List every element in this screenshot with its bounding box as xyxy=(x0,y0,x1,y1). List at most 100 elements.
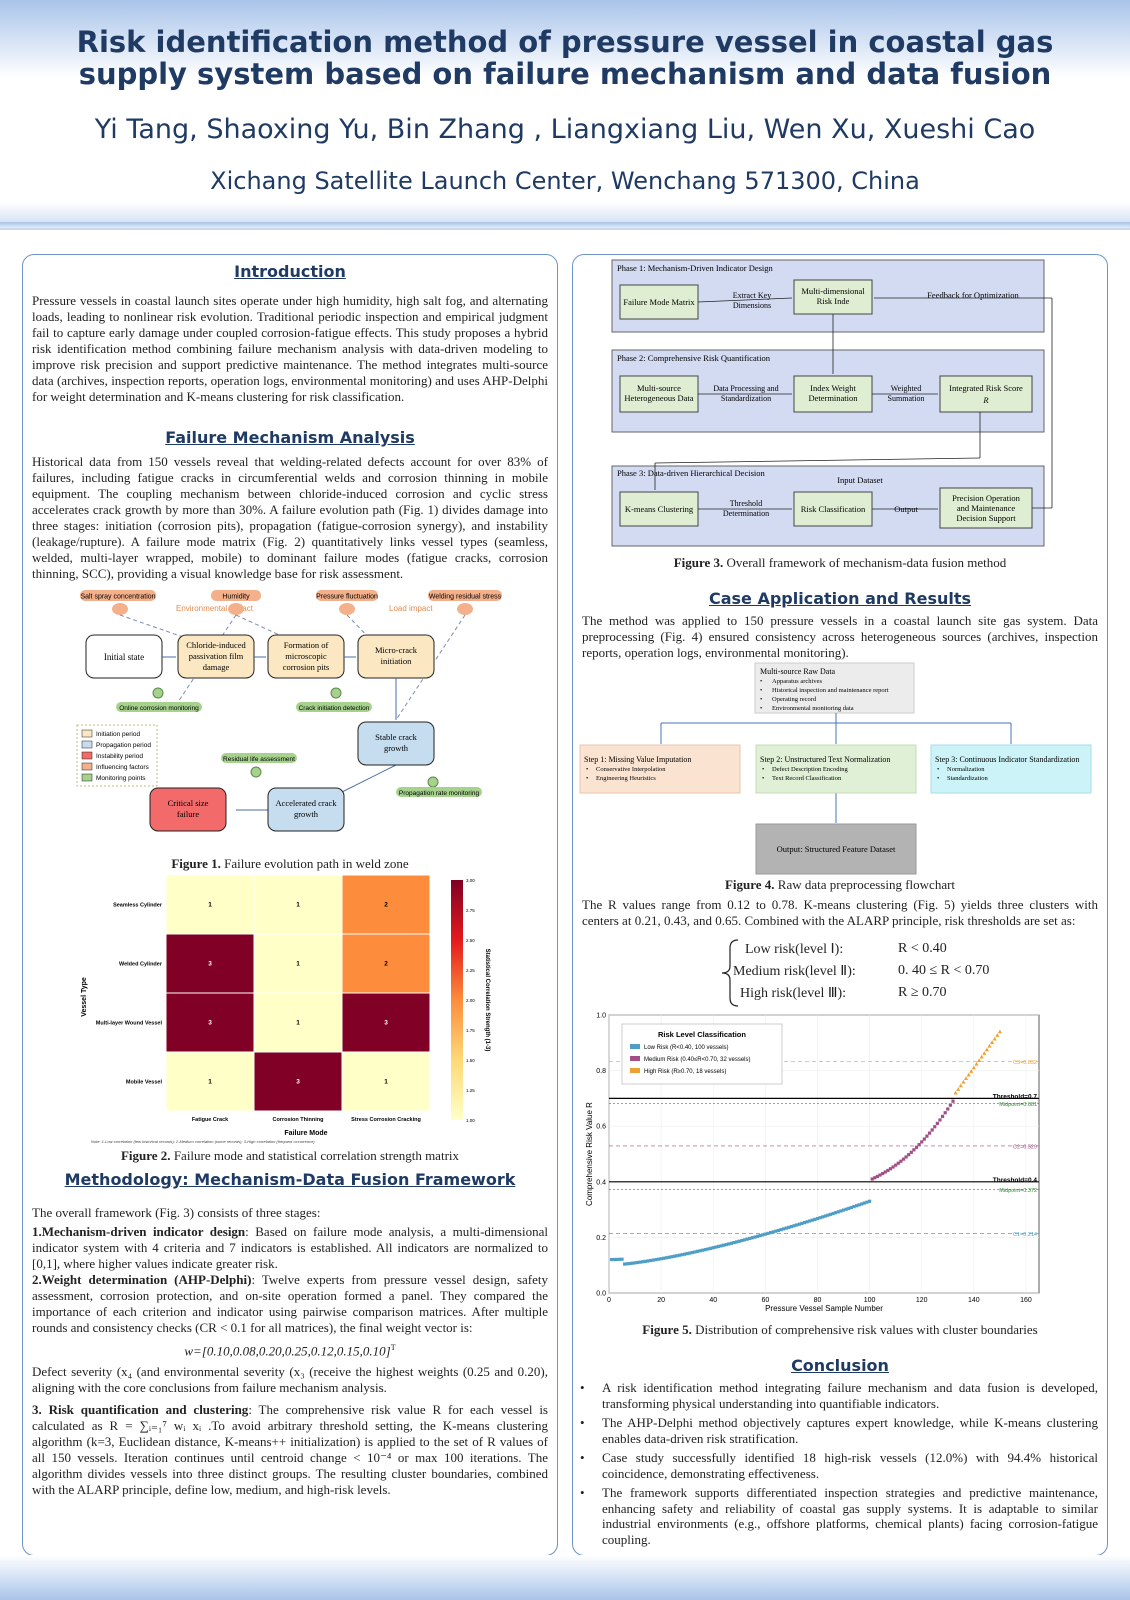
data-point xyxy=(953,1090,958,1095)
med-risk-condition: 0. 40 ≤ R < 0.70 xyxy=(898,963,990,978)
data-point xyxy=(849,1205,853,1210)
figure5-scatter: C3=0.832Threshold=0.7Midpoint=0.681C2=0.… xyxy=(585,1013,1040,1313)
data-point xyxy=(800,1221,804,1226)
colorbar-tick: 2.00 xyxy=(466,998,475,1003)
figure3-caption: Figure 3. Overall framework of mechanism… xyxy=(673,555,1007,570)
row-label: Welded Cylinder xyxy=(119,962,163,968)
y-axis-label: Vessel Type xyxy=(81,977,88,1017)
data-point xyxy=(940,1114,945,1119)
cell-value: 3 xyxy=(208,1020,212,1027)
data-point xyxy=(651,1258,655,1262)
data-point xyxy=(904,1155,908,1159)
data-point xyxy=(698,1249,702,1253)
data-point xyxy=(826,1213,830,1217)
env-impact-label: Environmental impact xyxy=(176,604,254,613)
cell-value: 3 xyxy=(384,1020,388,1027)
monitor-point xyxy=(250,766,262,778)
legend-entry: Instability period xyxy=(96,753,143,760)
data-point xyxy=(615,1257,619,1262)
x-tick: 20 xyxy=(657,1297,665,1304)
step-item: Normalization xyxy=(947,766,985,773)
raw-item: Environmental monitoring data xyxy=(772,705,854,712)
x-tick: 60 xyxy=(761,1297,769,1304)
node-label: Integrated Risk Score xyxy=(949,383,1023,393)
data-point xyxy=(797,1222,801,1226)
data-point xyxy=(630,1261,635,1265)
step-title: Step 3: Continuous Indicator Standardiza… xyxy=(935,755,1079,764)
data-point xyxy=(768,1231,773,1235)
reference-label: C2=0.529 xyxy=(1013,1144,1037,1150)
data-point xyxy=(974,1061,979,1066)
monitor-point xyxy=(427,776,439,788)
legend-entry: Propagation period xyxy=(96,742,151,749)
multi-dim-risk-index xyxy=(793,279,873,315)
data-point xyxy=(805,1220,809,1224)
data-point xyxy=(737,1239,741,1243)
data-point xyxy=(740,1238,744,1243)
data-point xyxy=(745,1237,749,1241)
y-tick: 1.0 xyxy=(596,1013,606,1020)
data-point xyxy=(894,1163,898,1167)
data-point xyxy=(802,1221,807,1225)
data-point xyxy=(935,1121,939,1125)
phase3-label: Phase 3: Data-driven Hierarchical Decisi… xyxy=(617,468,765,478)
node-label: Failure Mode Matrix xyxy=(623,297,695,307)
data-point xyxy=(831,1211,835,1216)
data-point xyxy=(787,1225,791,1229)
fma-text: Historical data from 150 vessels reveal … xyxy=(32,454,548,581)
figure4-caption: Figure 4. Raw data preprocessing flowcha… xyxy=(724,877,956,892)
data-point xyxy=(907,1153,911,1157)
step-title: Step 1: Missing Value Imputation xyxy=(584,755,691,764)
propagation-monitoring xyxy=(396,787,482,797)
weight-vector: w=[0.10,0.08,0.20,0.25,0.12,0.15,0.10]T xyxy=(184,1343,396,1359)
heatmap-cell xyxy=(341,933,431,994)
data-point xyxy=(997,1029,1002,1034)
data-point xyxy=(938,1118,942,1122)
data-point xyxy=(680,1253,684,1257)
raw-item: Apparatus archives xyxy=(772,678,822,685)
data-point xyxy=(649,1258,653,1263)
data-point xyxy=(719,1244,723,1248)
data-point xyxy=(714,1245,718,1249)
step-title: Step 2: Unstructured Text Normalization xyxy=(760,755,890,764)
method-heading: Methodology: Mechanism-Data Fusion Frame… xyxy=(64,1170,516,1189)
data-point xyxy=(742,1238,747,1242)
colorbar-tick: 2.75 xyxy=(466,908,475,913)
data-point xyxy=(891,1165,895,1169)
data-point xyxy=(789,1224,794,1229)
low-risk-condition: R < 0.40 xyxy=(898,941,947,956)
data-point xyxy=(956,1087,961,1091)
heatmap-cell xyxy=(341,992,431,1053)
data-point xyxy=(758,1234,762,1238)
data-point xyxy=(677,1253,681,1257)
step3-box xyxy=(930,744,1092,794)
data-point xyxy=(724,1242,728,1247)
data-point xyxy=(862,1201,866,1205)
figure3-framework: Phase 1: Mechanism-Driven Indicator Desi… xyxy=(611,259,1053,547)
data-point xyxy=(690,1250,694,1255)
factor-humidity xyxy=(211,590,261,601)
data-point xyxy=(735,1240,739,1244)
monitor-label: Online corrosion monitoring xyxy=(119,705,199,712)
data-point xyxy=(750,1236,754,1240)
node-label: R xyxy=(982,395,989,405)
x-tick: 160 xyxy=(1020,1297,1032,1304)
legend-entry: Low Risk (R<0.40, 100 vessels) xyxy=(644,1045,729,1051)
reference-label: C1=0.214 xyxy=(1013,1232,1037,1238)
colorbar-tick: 2.50 xyxy=(466,938,475,943)
step-item: • xyxy=(586,766,588,773)
data-point xyxy=(685,1252,689,1256)
conclusion-list: A risk identification method integrating… xyxy=(580,1380,1098,1551)
data-point xyxy=(868,1199,872,1203)
input-label: Input Dataset xyxy=(837,475,883,485)
data-point xyxy=(958,1083,963,1088)
legend-title: Risk Level Classification xyxy=(658,1030,746,1039)
data-point xyxy=(729,1241,734,1245)
data-point xyxy=(667,1255,671,1259)
data-point xyxy=(828,1212,833,1216)
method-intro: The overall framework (Fig. 3) consists … xyxy=(32,1205,321,1220)
raw-item: • xyxy=(760,687,762,694)
data-point xyxy=(836,1210,840,1214)
